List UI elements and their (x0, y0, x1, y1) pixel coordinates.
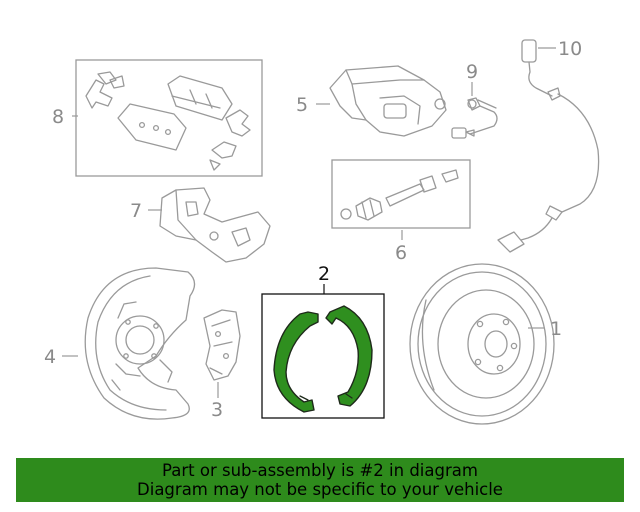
brake-pad-inner (117, 103, 187, 151)
callout-8: 8 (52, 106, 64, 128)
brake-rotor (409, 263, 555, 425)
brake-shoe-box (261, 293, 385, 419)
caliper-bracket (159, 187, 271, 263)
callout-6: 6 (395, 242, 407, 264)
brake-hose (451, 97, 498, 139)
pad-clip-top-left (85, 71, 125, 109)
callout-9: 9 (466, 61, 478, 83)
backing-plate (84, 267, 196, 420)
brake-caliper (329, 65, 447, 137)
abs-wheel-speed-sensor (497, 39, 600, 253)
brake-pad-outer (167, 75, 233, 121)
highlight-notice-banner: Part or sub-assembly is #2 in diagram Di… (16, 458, 624, 502)
guide-pin-bolt (385, 169, 459, 207)
brake-pad-kit-box (75, 59, 263, 177)
pad-clip-right (209, 109, 251, 171)
brake-pad-kit-group (75, 59, 263, 177)
callout-1: 1 (550, 318, 562, 340)
brake-shoe-right (325, 305, 373, 407)
callout-3: 3 (211, 399, 223, 421)
parking-brake-shoes (273, 305, 373, 413)
callout-4: 4 (44, 346, 56, 368)
banner-line-2: Diagram may not be specific to your vehi… (137, 480, 503, 499)
brake-shoe-left (273, 311, 319, 413)
guide-pin-kit-box (331, 159, 471, 229)
parking-brake-bracket (203, 309, 241, 381)
banner-line-1: Part or sub-assembly is #2 in diagram (162, 461, 478, 480)
callout-5: 5 (296, 94, 308, 116)
guide-pin-kit-group (331, 159, 471, 229)
guide-pin-boot (340, 197, 383, 221)
callout-7: 7 (130, 200, 142, 222)
callout-2: 2 (318, 263, 330, 285)
callout-10: 10 (558, 38, 582, 60)
